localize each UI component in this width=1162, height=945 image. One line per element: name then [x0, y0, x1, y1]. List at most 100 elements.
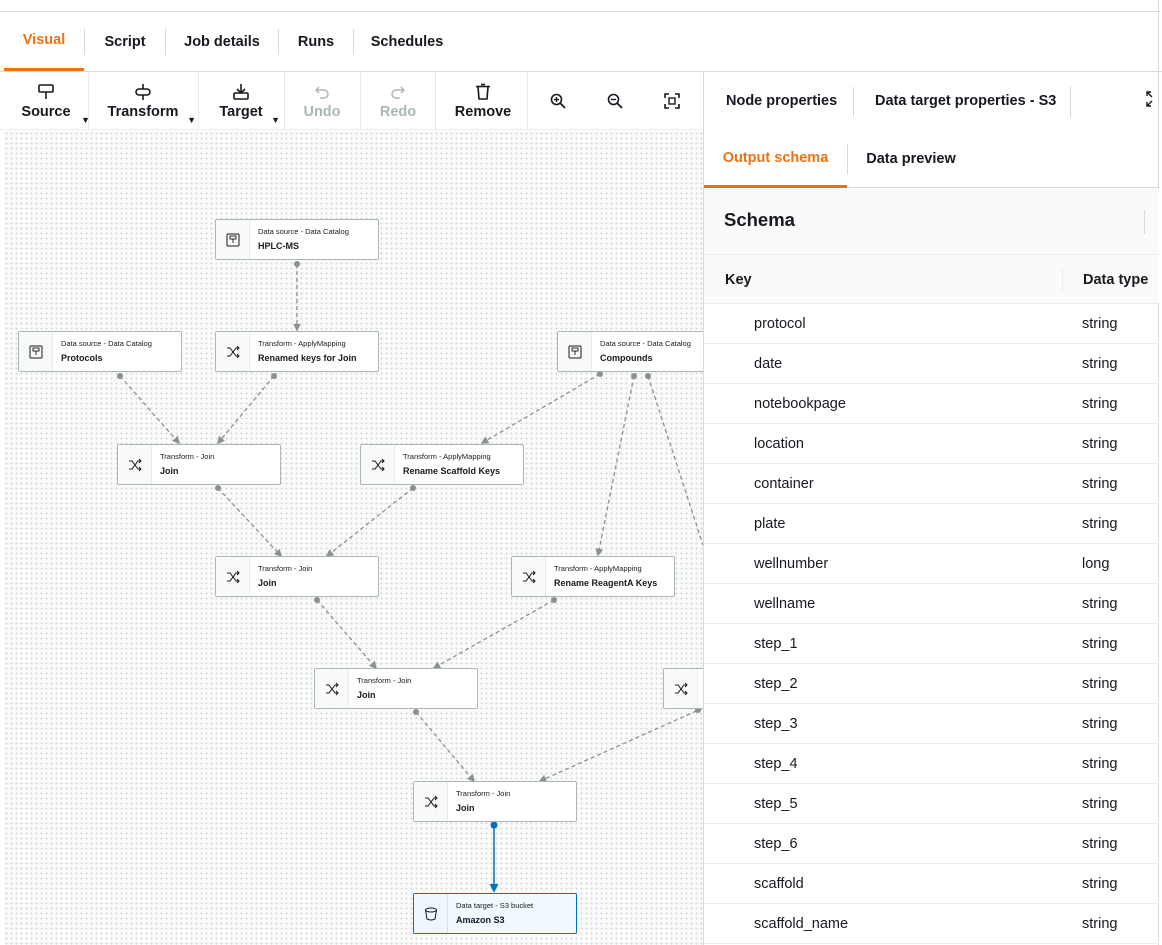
column-divider	[1062, 268, 1063, 292]
node-icon-box	[118, 445, 152, 484]
row-key: notebookpage	[754, 396, 846, 412]
tab-schedules[interactable]: Schedules	[370, 33, 444, 50]
redo-label: Redo	[379, 103, 417, 120]
row-data-type: string	[1082, 756, 1118, 772]
row-key: step_3	[754, 716, 798, 732]
zoom-in-button[interactable]	[545, 72, 571, 130]
row-data-type: string	[1082, 916, 1118, 932]
tab-script[interactable]: Script	[104, 33, 146, 50]
caret-down-icon: ▼	[187, 115, 196, 125]
column-header-data-type[interactable]: Data type	[1083, 271, 1149, 288]
data-catalog-icon	[29, 345, 42, 358]
tab-divider	[84, 29, 85, 55]
node-icon-box	[216, 332, 250, 371]
edges-dashed	[119, 264, 703, 783]
node-type: Transform - Join	[160, 452, 215, 462]
edge-port	[294, 261, 300, 267]
header-divider	[1144, 210, 1145, 234]
tab-data-preview[interactable]: Data preview	[866, 151, 956, 167]
tab-node-properties[interactable]: Node properties	[726, 93, 838, 109]
source-icon	[38, 83, 54, 99]
edge-port	[645, 373, 651, 379]
right-border	[1158, 0, 1159, 945]
row-key: scaffold	[754, 876, 804, 892]
transform-label: Transform	[107, 103, 179, 120]
data-catalog-icon	[226, 233, 239, 246]
node-icon-box	[558, 332, 592, 371]
node-type: Transform - ApplyMapping	[403, 452, 491, 462]
node-icon-box	[512, 557, 546, 596]
tab-output-schema[interactable]: Output schema	[704, 130, 847, 188]
node-name: Join	[258, 577, 277, 588]
schema-subtabs: Output schema Data preview	[704, 130, 1159, 188]
node-icon-box	[19, 332, 53, 371]
top-divider	[0, 11, 1160, 12]
edge-join3-to-join4	[415, 711, 476, 783]
node-name: Join	[160, 465, 179, 476]
schema-table-header: Key Data type	[704, 255, 1159, 304]
target-button[interactable]: Target ▼	[204, 72, 280, 130]
edge-port	[271, 373, 277, 379]
redo-button[interactable]: Redo	[368, 72, 428, 130]
row-key: step_1	[754, 636, 798, 652]
tab-divider	[853, 87, 854, 117]
edge-port	[410, 485, 416, 491]
edge-port	[597, 371, 603, 377]
edge-compounds-to-scaffold	[480, 373, 601, 444]
node-name: Rename ReagentA Keys	[554, 577, 658, 588]
node-icon-box	[414, 894, 448, 933]
row-data-type: string	[1082, 516, 1118, 532]
s3-bucket-icon	[424, 907, 437, 920]
remove-button[interactable]: Remove	[448, 72, 518, 130]
undo-button[interactable]: Undo	[292, 72, 352, 130]
tab-visual[interactable]: Visual	[4, 12, 84, 71]
caret-down-icon: ▼	[81, 115, 90, 125]
edge-selected	[489, 821, 499, 893]
node-icon-box	[315, 669, 349, 708]
column-header-key[interactable]: Key	[725, 271, 752, 288]
canvas-toolbar: Source ▼ Transform ▼ Target ▼ Undo Redo …	[0, 72, 703, 130]
tab-divider	[165, 29, 166, 55]
tab-data-target-properties[interactable]: Data target properties - S3	[875, 93, 1057, 109]
transform-button[interactable]: Transform ▼	[92, 72, 196, 130]
shuffle-icon	[371, 458, 385, 471]
shuffle-icon	[226, 345, 240, 358]
edge-join1-to-join2	[217, 487, 283, 558]
node-type: Transform - ApplyMapping	[554, 564, 642, 574]
toolbar-divider	[284, 72, 285, 130]
row-key: step_2	[754, 676, 798, 692]
fit-view-icon	[664, 93, 680, 109]
fit-view-button[interactable]	[659, 72, 685, 130]
schema-title: Schema	[724, 209, 795, 230]
row-data-type: string	[1082, 796, 1118, 812]
node-partial-offscreen[interactable]	[663, 668, 703, 709]
tab-job-details[interactable]: Job details	[184, 33, 260, 50]
remove-label: Remove	[454, 103, 512, 120]
source-button[interactable]: Source ▼	[4, 72, 90, 130]
zoom-out-button[interactable]	[602, 72, 628, 130]
row-data-type: string	[1082, 636, 1118, 652]
expand-icon[interactable]	[1146, 91, 1160, 107]
tab-runs[interactable]: Runs	[297, 33, 335, 50]
